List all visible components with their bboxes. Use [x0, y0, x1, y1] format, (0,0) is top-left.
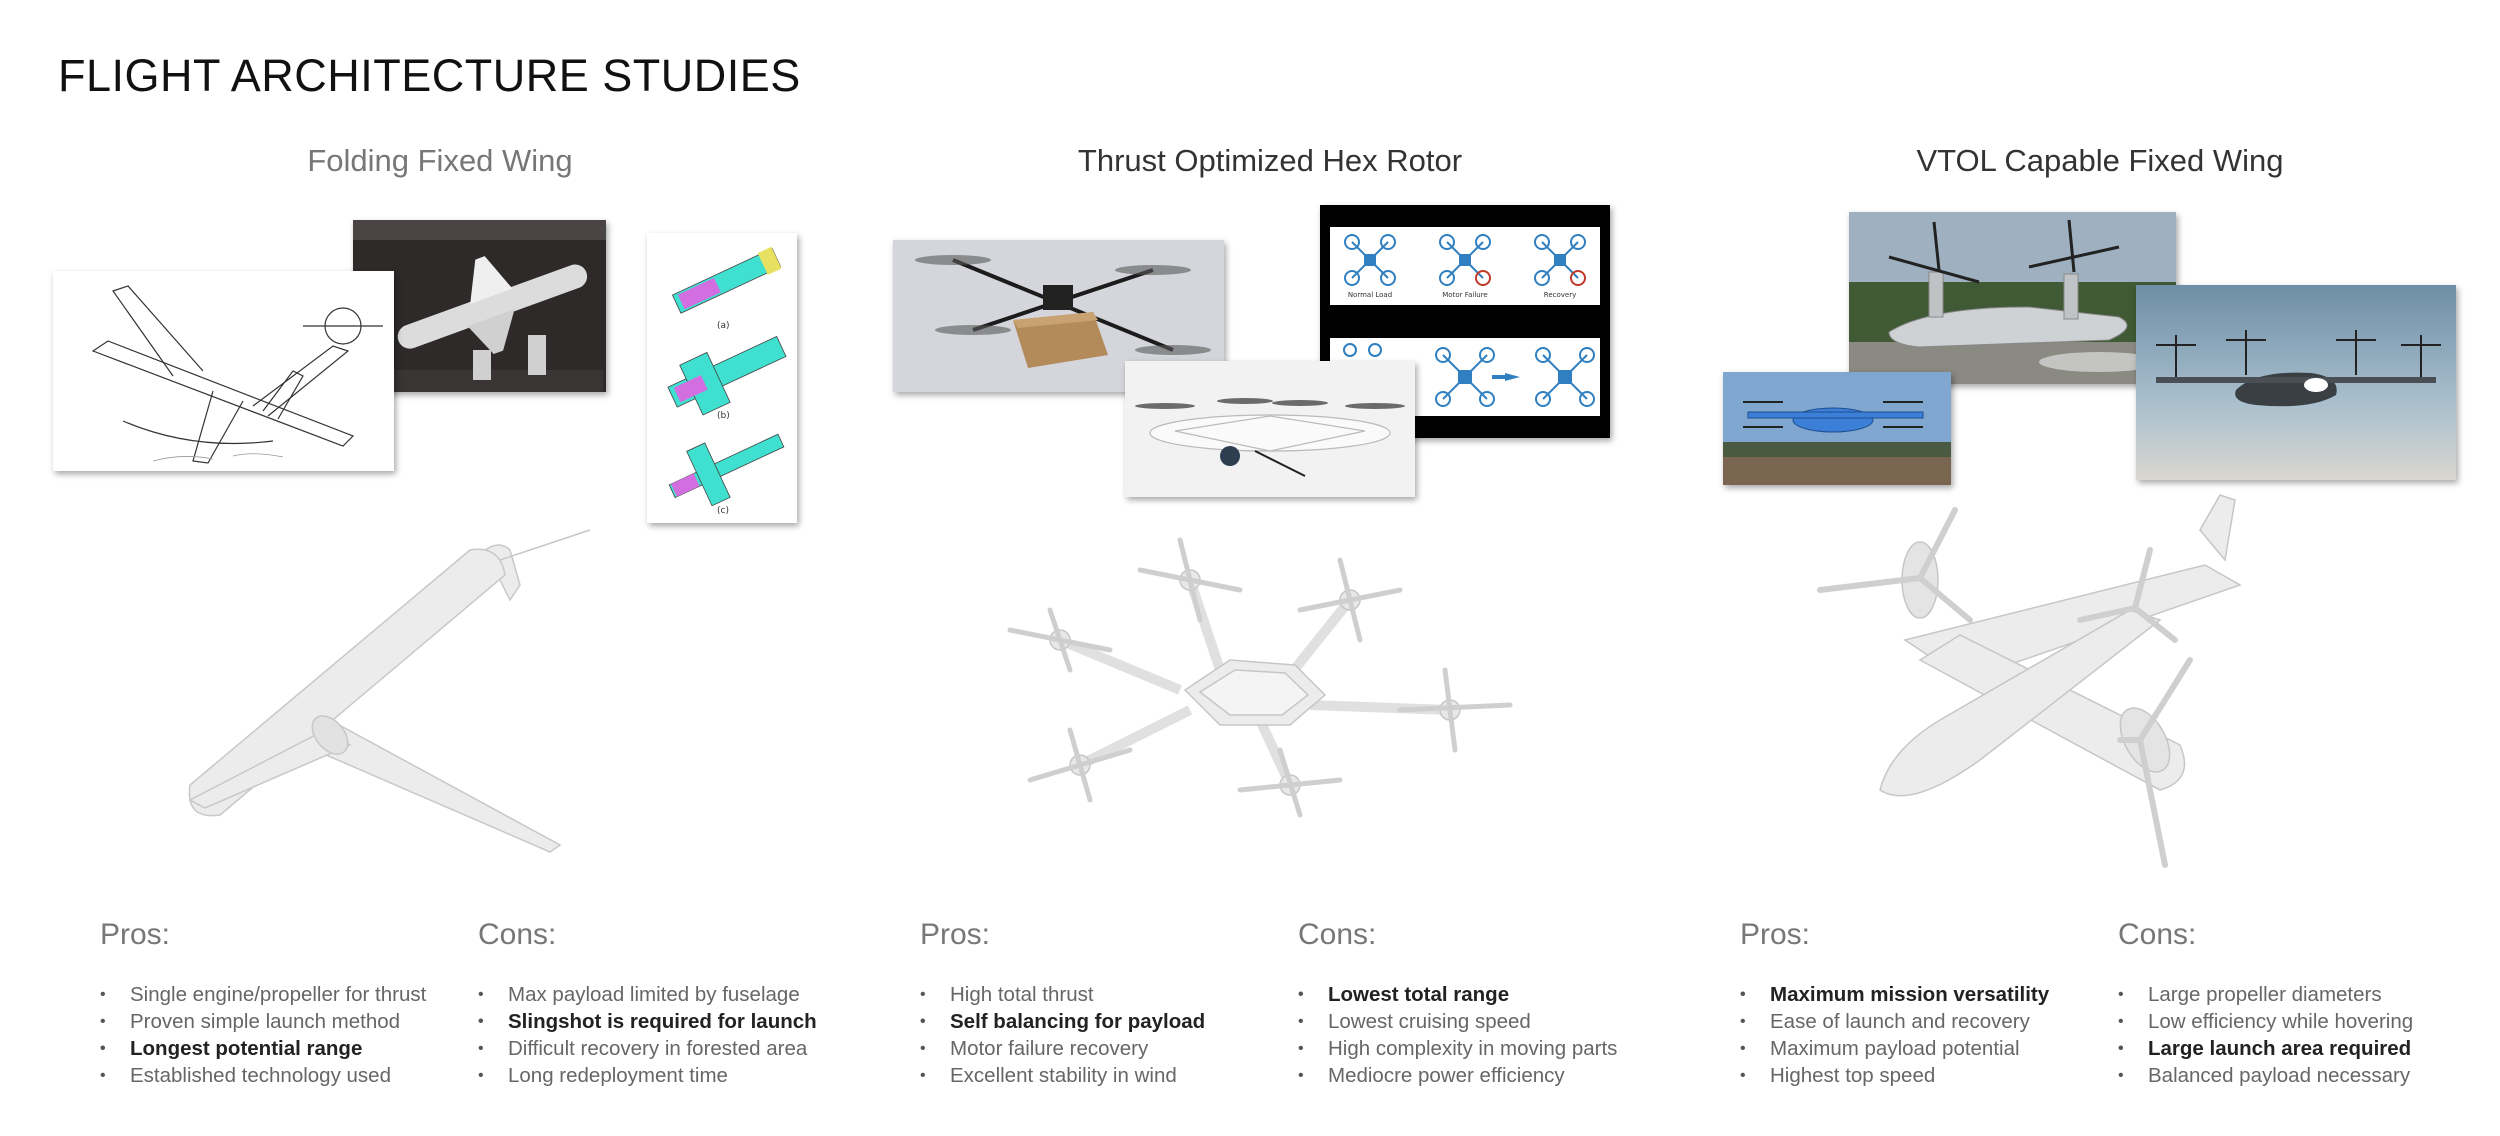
- column-title-vtol-fixed-wing: VTOL Capable Fixed Wing: [1916, 143, 2284, 178]
- pros-heading-hex: Pros:: [920, 918, 991, 951]
- fold-label-b: (b): [717, 411, 730, 421]
- cons-list-hex: Lowest total range Lowest cruising speed…: [1298, 981, 1617, 1089]
- vtol-fixed-wing-model: [1800, 490, 2320, 885]
- list-item: Highest top speed: [1740, 1062, 2049, 1089]
- pros-list-hex: High total thrust Self balancing for pay…: [920, 981, 1205, 1089]
- evtol-aircraft-photo: [1723, 372, 1951, 485]
- list-item: Balanced payload necessary: [2118, 1062, 2413, 1089]
- diagram-label-failure: Motor Failure: [1442, 291, 1487, 299]
- folding-fixed-wing-model: [180, 490, 610, 860]
- list-item: Max payload limited by fuselage: [478, 981, 817, 1008]
- delivery-drone-photo: [1125, 361, 1415, 497]
- pros-list-vtol: Maximum mission versatility Ease of laun…: [1740, 981, 2049, 1089]
- list-item: Self balancing for payload: [920, 1008, 1205, 1035]
- diagram-label-recovery: Recovery: [1544, 291, 1576, 299]
- list-item: Established technology used: [100, 1062, 426, 1089]
- fold-label-c: (c): [717, 506, 729, 516]
- cons-heading-folding: Cons:: [478, 918, 557, 951]
- list-item: Motor failure recovery: [920, 1035, 1205, 1062]
- list-item: Ease of launch and recovery: [1740, 1008, 2049, 1035]
- list-item: Lowest total range: [1298, 981, 1617, 1008]
- tiltrotor-aircraft-photo: [1849, 212, 2176, 384]
- list-item: High total thrust: [920, 981, 1205, 1008]
- list-item: Slingshot is required for launch: [478, 1008, 817, 1035]
- cons-heading-hex: Cons:: [1298, 918, 1377, 951]
- list-item: Large launch area required: [2118, 1035, 2413, 1062]
- cons-heading-vtol: Cons:: [2118, 918, 2197, 951]
- page-title: FLIGHT ARCHITECTURE STUDIES: [58, 50, 801, 101]
- tiltrotor-concept-render: [2136, 285, 2456, 480]
- column-title-hex-rotor: Thrust Optimized Hex Rotor: [1077, 143, 1463, 178]
- list-item: Long redeployment time: [478, 1062, 817, 1089]
- list-item: Proven simple launch method: [100, 1008, 426, 1035]
- pros-heading-folding: Pros:: [100, 918, 171, 951]
- folding-drone-photo: [353, 220, 606, 392]
- list-item: Large propeller diameters: [2118, 981, 2413, 1008]
- list-item: Difficult recovery in forested area: [478, 1035, 817, 1062]
- pros-heading-vtol: Pros:: [1740, 918, 1811, 951]
- hex-rotor-model: [990, 520, 1540, 820]
- list-item: Low efficiency while hovering: [2118, 1008, 2413, 1035]
- list-item: Excellent stability in wind: [920, 1062, 1205, 1089]
- list-item: Mediocre power efficiency: [1298, 1062, 1617, 1089]
- list-item: High complexity in moving parts: [1298, 1035, 1617, 1062]
- fold-label-a: (a): [717, 321, 730, 331]
- cons-list-vtol: Large propeller diameters Low efficiency…: [2118, 981, 2413, 1089]
- folding-drone-sketch: [53, 271, 394, 471]
- pros-list-folding: Single engine/propeller for thrust Prove…: [100, 981, 426, 1089]
- cons-list-folding: Max payload limited by fuselage Slingsho…: [478, 981, 817, 1089]
- list-item: Maximum mission versatility: [1740, 981, 2049, 1008]
- list-item: Single engine/propeller for thrust: [100, 981, 426, 1008]
- list-item: Maximum payload potential: [1740, 1035, 2049, 1062]
- column-title-folding-fixed-wing: Folding Fixed Wing: [307, 143, 573, 178]
- list-item: Longest potential range: [100, 1035, 426, 1062]
- diagram-label-normal: Normal Load: [1348, 291, 1392, 299]
- folding-sequence-diagram: (a) (b) (c): [647, 233, 797, 523]
- list-item: Lowest cruising speed: [1298, 1008, 1617, 1035]
